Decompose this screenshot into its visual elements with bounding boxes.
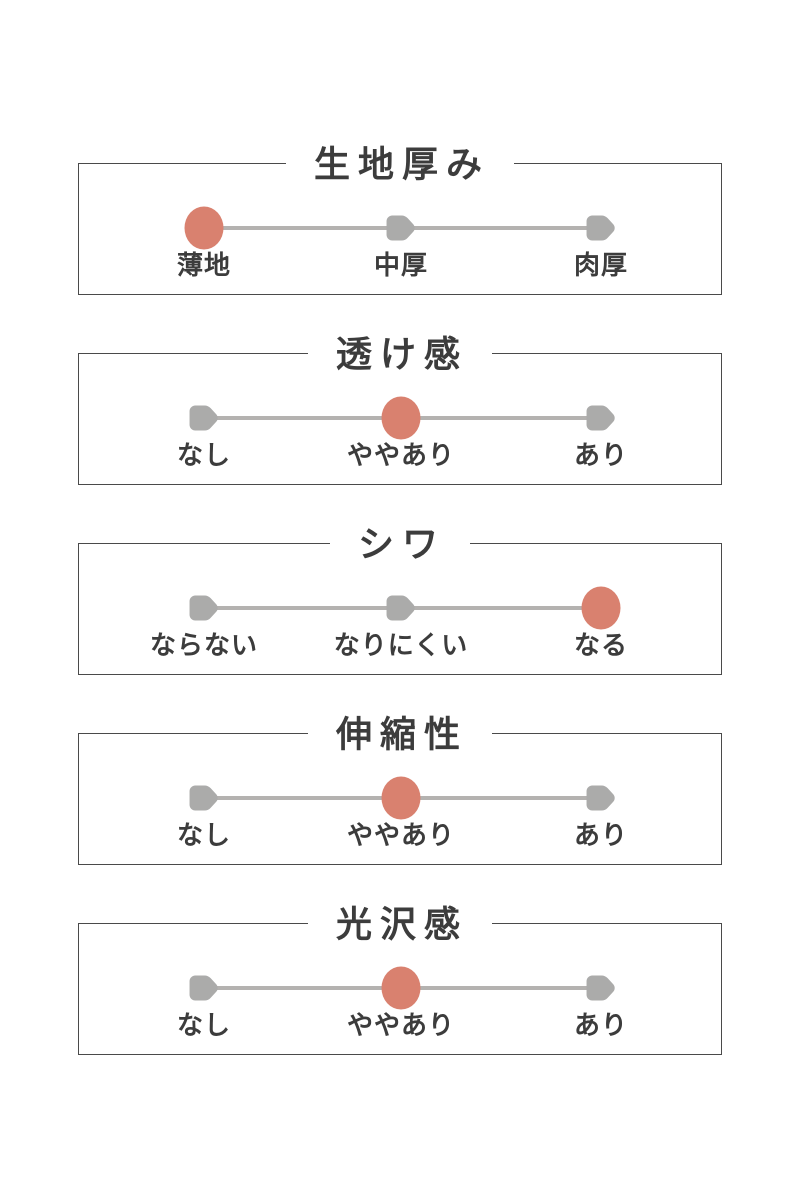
scale-marker (189, 785, 220, 812)
scale-option-label: ややあり (346, 440, 456, 470)
pentagon-marker-icon (189, 975, 218, 1001)
scale-marker (386, 215, 417, 242)
scale-option-label: ややあり (346, 820, 456, 850)
selected-dot-icon (184, 206, 224, 250)
scale-option-label: あり (573, 440, 629, 470)
selected-dot-icon (581, 586, 621, 630)
panel-title: 透け感 (307, 333, 493, 375)
scale-option-label: なりにくい (333, 630, 469, 660)
pentagon-marker-icon (189, 785, 218, 811)
scale-option-label: なる (573, 630, 629, 660)
scale-option-label: なし (176, 440, 232, 470)
panel-fabric-thickness: 生地厚み 薄地 中厚 肉厚 (78, 143, 722, 295)
pentagon-marker-icon (586, 975, 615, 1001)
pentagon-marker-icon (586, 785, 615, 811)
scale-marker (386, 595, 417, 622)
panel-wrinkle: シワ ならない なりにくい なる (78, 523, 722, 675)
scale-marker (586, 215, 617, 242)
scale-option-label: あり (573, 820, 629, 850)
scale-option-label: 薄地 (176, 250, 232, 280)
scale-marker (189, 975, 220, 1002)
pentagon-marker-icon (386, 215, 415, 241)
scale-marker (586, 405, 617, 432)
spec-panels-column: 生地厚み 薄地 中厚 肉厚 透け感 (78, 0, 722, 1055)
selected-dot-icon (381, 396, 421, 440)
pentagon-marker-icon (586, 405, 615, 431)
scale-option-label: なし (176, 1010, 232, 1040)
scale-marker (581, 586, 621, 630)
scale-option-label: ならない (149, 630, 259, 660)
panel-title: シワ (329, 523, 471, 565)
scale-marker (586, 975, 617, 1002)
scale-marker (381, 396, 421, 440)
panel-title: 伸縮性 (307, 713, 493, 755)
scale-option-label: 肉厚 (573, 250, 629, 280)
scale-marker (189, 405, 220, 432)
pentagon-marker-icon (586, 215, 615, 241)
pentagon-marker-icon (189, 595, 218, 621)
pentagon-marker-icon (386, 595, 415, 621)
panel-stretch: 伸縮性 なし ややあり あり (78, 713, 722, 865)
scale-marker (381, 966, 421, 1010)
pentagon-marker-icon (189, 405, 218, 431)
scale-option-label: なし (176, 820, 232, 850)
scale-marker (381, 776, 421, 820)
scale-marker (586, 785, 617, 812)
scale-option-label: ややあり (346, 1010, 456, 1040)
scale-marker (184, 206, 224, 250)
panel-sheerness: 透け感 なし ややあり あり (78, 333, 722, 485)
scale-option-label: あり (573, 1010, 629, 1040)
selected-dot-icon (381, 966, 421, 1010)
panel-title: 光沢感 (307, 903, 493, 945)
panel-title: 生地厚み (285, 143, 515, 185)
selected-dot-icon (381, 776, 421, 820)
scale-option-label: 中厚 (373, 250, 429, 280)
scale-marker (189, 595, 220, 622)
panel-gloss: 光沢感 なし ややあり あり (78, 903, 722, 1055)
